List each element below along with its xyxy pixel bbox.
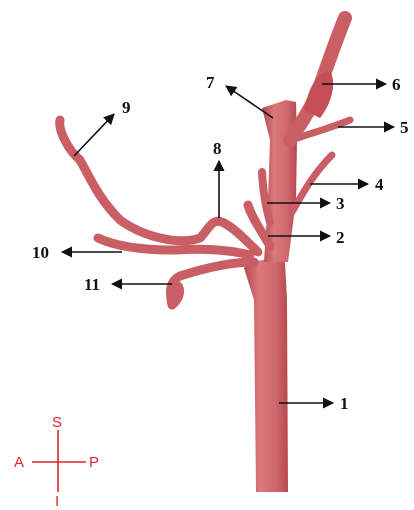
arrow-7 xyxy=(226,86,273,118)
label-7: 7 xyxy=(206,73,215,92)
label-8: 8 xyxy=(213,139,222,158)
compass-inferior: I xyxy=(55,493,59,510)
vessel-main-trunk xyxy=(244,258,288,492)
orientation-compass: S I A P xyxy=(14,414,99,510)
label-11: 11 xyxy=(84,275,100,294)
label-1: 1 xyxy=(340,394,349,413)
vessel-6-bulge xyxy=(304,72,333,118)
vessel-tree xyxy=(60,18,350,492)
compass-posterior: P xyxy=(89,454,99,471)
compass-anterior: A xyxy=(14,454,24,471)
label-6: 6 xyxy=(392,75,401,94)
label-3: 3 xyxy=(336,194,345,213)
compass-superior: S xyxy=(52,414,62,431)
label-2: 2 xyxy=(336,228,345,247)
label-4: 4 xyxy=(375,175,384,194)
label-5: 5 xyxy=(400,118,409,137)
label-10: 10 xyxy=(32,243,49,262)
labels: 1 2 3 4 5 6 7 8 9 10 11 xyxy=(32,73,409,413)
vessel-11 xyxy=(170,262,254,305)
arrow-9 xyxy=(74,114,114,156)
label-9: 9 xyxy=(122,98,131,117)
